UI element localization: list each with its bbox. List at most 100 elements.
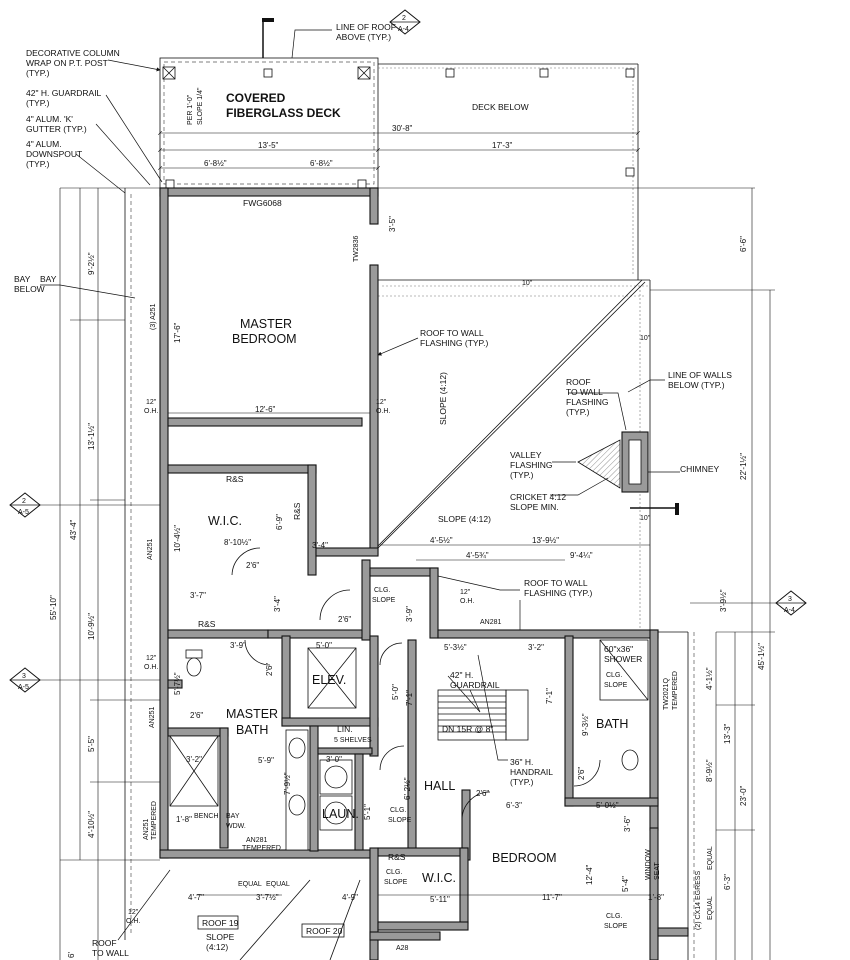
section-marker-shapes bbox=[9, 9, 807, 693]
note-decorative-column: (TYP.) bbox=[26, 68, 50, 78]
dimension-label: 5'-4" bbox=[621, 876, 630, 892]
room-covered-deck: FIBERGLASS DECK bbox=[226, 106, 341, 120]
label-overhang: 10" bbox=[522, 280, 533, 287]
note-line-of-walls: BELOW (TYP.) bbox=[668, 380, 725, 390]
label-roof-20: ROOF 20 bbox=[306, 926, 343, 936]
label-roof-slope: (4:12) bbox=[206, 942, 228, 952]
dimension-label: 8'-9½" bbox=[705, 759, 714, 782]
window-tag: TW2836 bbox=[353, 235, 360, 262]
note-roof-to-wall: TO WALL bbox=[566, 387, 603, 397]
dimension-label: 13'-1½" bbox=[87, 423, 96, 450]
dimension-label: 5'-9" bbox=[258, 756, 274, 765]
dimension-label: 23'-0" bbox=[739, 785, 748, 806]
label-ceiling-slope: SLOPE bbox=[604, 682, 628, 689]
dimension-label: 5'-5" bbox=[87, 736, 96, 752]
dimension-label: 3'-7" bbox=[190, 591, 206, 600]
label-equal: EQUAL bbox=[238, 881, 262, 888]
dimension-label: 2'6" bbox=[338, 615, 351, 624]
dimension-label: 7'-1" bbox=[545, 688, 554, 704]
room-bedroom: BEDROOM bbox=[492, 851, 557, 865]
note-cricket: SLOPE MIN. bbox=[510, 502, 559, 512]
dimension-label: 4'-7" bbox=[188, 893, 204, 902]
label-chimney: CHIMNEY bbox=[680, 464, 720, 474]
label-deck-slope: PER 1'-0" bbox=[187, 94, 194, 125]
note-line-of-walls: LINE OF WALLS bbox=[668, 370, 732, 380]
dimension-label: 6'-2½" bbox=[403, 777, 412, 800]
dimension-label: 12'-6" bbox=[255, 405, 276, 414]
dimension-label: 2'6" bbox=[476, 789, 489, 798]
label-overhang: 12" bbox=[128, 909, 139, 916]
dimension-label: 3'-0" bbox=[326, 755, 342, 764]
note-guardrail-hall: 42" H. bbox=[450, 670, 473, 680]
section-marker-sheet[interactable]: A-5 bbox=[18, 684, 29, 691]
dimension-label: 55'-10" bbox=[49, 595, 58, 620]
dimension-label: 6'-8½" bbox=[310, 159, 333, 168]
dimension-label: 4'-1½" bbox=[705, 667, 714, 690]
note-gutter: 4" ALUM. 'K' bbox=[26, 114, 73, 124]
window-tag: AN251 bbox=[147, 538, 154, 560]
label-shower-size: 60"x36" bbox=[604, 644, 633, 654]
section-marker-num[interactable]: 3 bbox=[788, 596, 792, 603]
dimension-label: 2'6" bbox=[190, 711, 203, 720]
note-roof-to-wall: FLASHING bbox=[566, 397, 609, 407]
label-ceiling-slope: CLG. bbox=[374, 587, 390, 594]
note-handrail: 36" H. bbox=[510, 757, 533, 767]
label-window-seat: WINDOW bbox=[645, 849, 652, 880]
room-elevator: ELEV. bbox=[312, 673, 346, 687]
label-ceiling-slope: CLG. bbox=[606, 913, 622, 920]
dimension-label: 10'-9½" bbox=[87, 613, 96, 640]
label-equal: EQUAL bbox=[707, 896, 714, 920]
note-roof-to-wall: TO WALL bbox=[92, 948, 129, 958]
room-laundry: LAUN. bbox=[322, 807, 359, 821]
room-wic-2: W.I.C. bbox=[422, 871, 456, 885]
label-ceiling-slope: SLOPE bbox=[604, 923, 628, 930]
dimension-label: 11'-7" bbox=[542, 893, 562, 902]
label-ceiling-slope: CLG. bbox=[386, 869, 402, 876]
dimension-label: 3'-7½" bbox=[256, 893, 279, 902]
label-overhang: O.H. bbox=[376, 408, 390, 415]
dimension-label: 5'-0" bbox=[316, 641, 332, 650]
dimension-label: 5'-3½" bbox=[444, 643, 467, 652]
window-tag: (3) A251 bbox=[150, 303, 157, 330]
dimension-label: 7'-9½" bbox=[283, 772, 292, 795]
dimension-label: 9'-3½" bbox=[581, 713, 590, 736]
section-marker-sheet[interactable]: A-5 bbox=[18, 509, 29, 516]
section-marker-num[interactable]: 2 bbox=[402, 15, 406, 22]
section-marker-num[interactable]: 3 bbox=[22, 673, 26, 680]
dimension-label: 3'-9" bbox=[230, 641, 246, 650]
door-swings bbox=[231, 547, 601, 821]
section-marker-sheet[interactable]: A-4 bbox=[398, 26, 409, 33]
label-roof-19: ROOF 19 bbox=[202, 918, 239, 928]
dimension-label: 2'6" bbox=[246, 561, 259, 570]
label-rod-shelf: R&S bbox=[226, 474, 244, 484]
dimension-label: 22'-1½" bbox=[739, 453, 748, 480]
deck-posts bbox=[162, 66, 635, 189]
room-bath: BATH bbox=[596, 717, 628, 731]
dimension-label: 6' bbox=[67, 952, 76, 958]
label-bay-window: BAY bbox=[226, 813, 240, 820]
window-tag: (2) CX14 EGRESS bbox=[695, 871, 702, 930]
section-marker-num[interactable]: 2 bbox=[22, 498, 26, 505]
label-overhang: O.H. bbox=[144, 664, 158, 671]
label-overhang: 10" bbox=[640, 335, 651, 342]
label-deck-below: DECK BELOW bbox=[472, 102, 529, 112]
note-bay-below: BAY bbox=[40, 274, 57, 284]
section-marker-sheet[interactable]: A-4 bbox=[784, 607, 795, 614]
dimension-label: 6'-8½" bbox=[204, 159, 227, 168]
window-tag: TEMPERED bbox=[151, 801, 158, 840]
fixtures bbox=[169, 431, 649, 851]
dimension-label: 4'-5½" bbox=[430, 536, 453, 545]
note-downspout: DOWNSPOUT bbox=[26, 149, 82, 159]
note-guardrail: (TYP.) bbox=[26, 98, 50, 108]
room-linen: LIN. bbox=[337, 724, 353, 734]
leader-lines bbox=[40, 29, 680, 941]
note-line-of-roof: LINE OF ROOF bbox=[336, 22, 396, 32]
dimension-label: 6'-3" bbox=[506, 801, 522, 810]
window-tag: TW2021Q bbox=[663, 678, 670, 710]
note-decorative-column: WRAP ON P.T. POST bbox=[26, 58, 108, 68]
window-tag: A28 bbox=[396, 945, 409, 952]
room-master-bath: MASTER bbox=[226, 707, 278, 721]
room-wic: W.I.C. bbox=[208, 514, 242, 528]
dimension-label: 3'-4" bbox=[273, 596, 282, 612]
label-slope: SLOPE (4:12) bbox=[438, 514, 491, 524]
